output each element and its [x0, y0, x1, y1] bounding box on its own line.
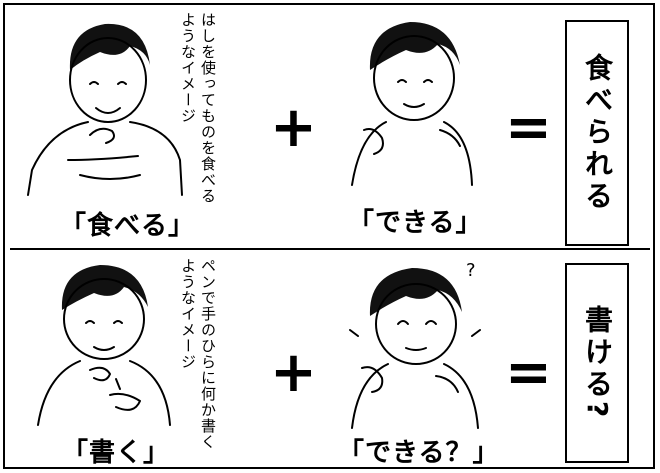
panel-frame — [3, 3, 655, 469]
write-sign-caption: 「書く」 — [62, 438, 171, 468]
eat-sign-note-line-1: はしを使ってものを食 — [199, 12, 217, 172]
eat-sign-figure — [27, 23, 183, 196]
plus-sign-row1: + — [270, 95, 317, 160]
equals-sign-row2: = — [505, 340, 552, 405]
question-mark-float: ? — [466, 260, 477, 281]
write-sign-note-line-1: ペンで手のひらに何か — [199, 258, 217, 418]
equals-sign-row1: = — [505, 95, 552, 160]
write-sign-note-line-2: 書くようなイメージ — [179, 258, 217, 450]
can-question-sign-caption: 「できる？」 — [338, 438, 500, 468]
eat-sign-note: はしを使ってものを食べるようなイメージ — [178, 12, 218, 212]
row-divider — [10, 248, 650, 250]
plus-sign-row2: + — [270, 340, 317, 405]
result-text-row2: 書ける? — [581, 304, 614, 422]
write-sign-note: ペンで手のひらに何か書くようなイメージ — [178, 258, 218, 458]
eat-sign-caption: 「食べる」 — [60, 211, 196, 241]
result-text-row1: 食べられる — [581, 53, 614, 213]
can-sign-figure — [351, 22, 473, 186]
can-sign-caption: 「できる」 — [348, 208, 483, 238]
result-box-row2: 書ける? — [565, 263, 629, 463]
result-box-row1: 食べられる — [565, 20, 629, 246]
can-question-sign-figure — [349, 268, 481, 429]
write-sign-figure — [37, 265, 171, 426]
eat-sign-note-line-2: べるようなイメージ — [179, 12, 217, 204]
